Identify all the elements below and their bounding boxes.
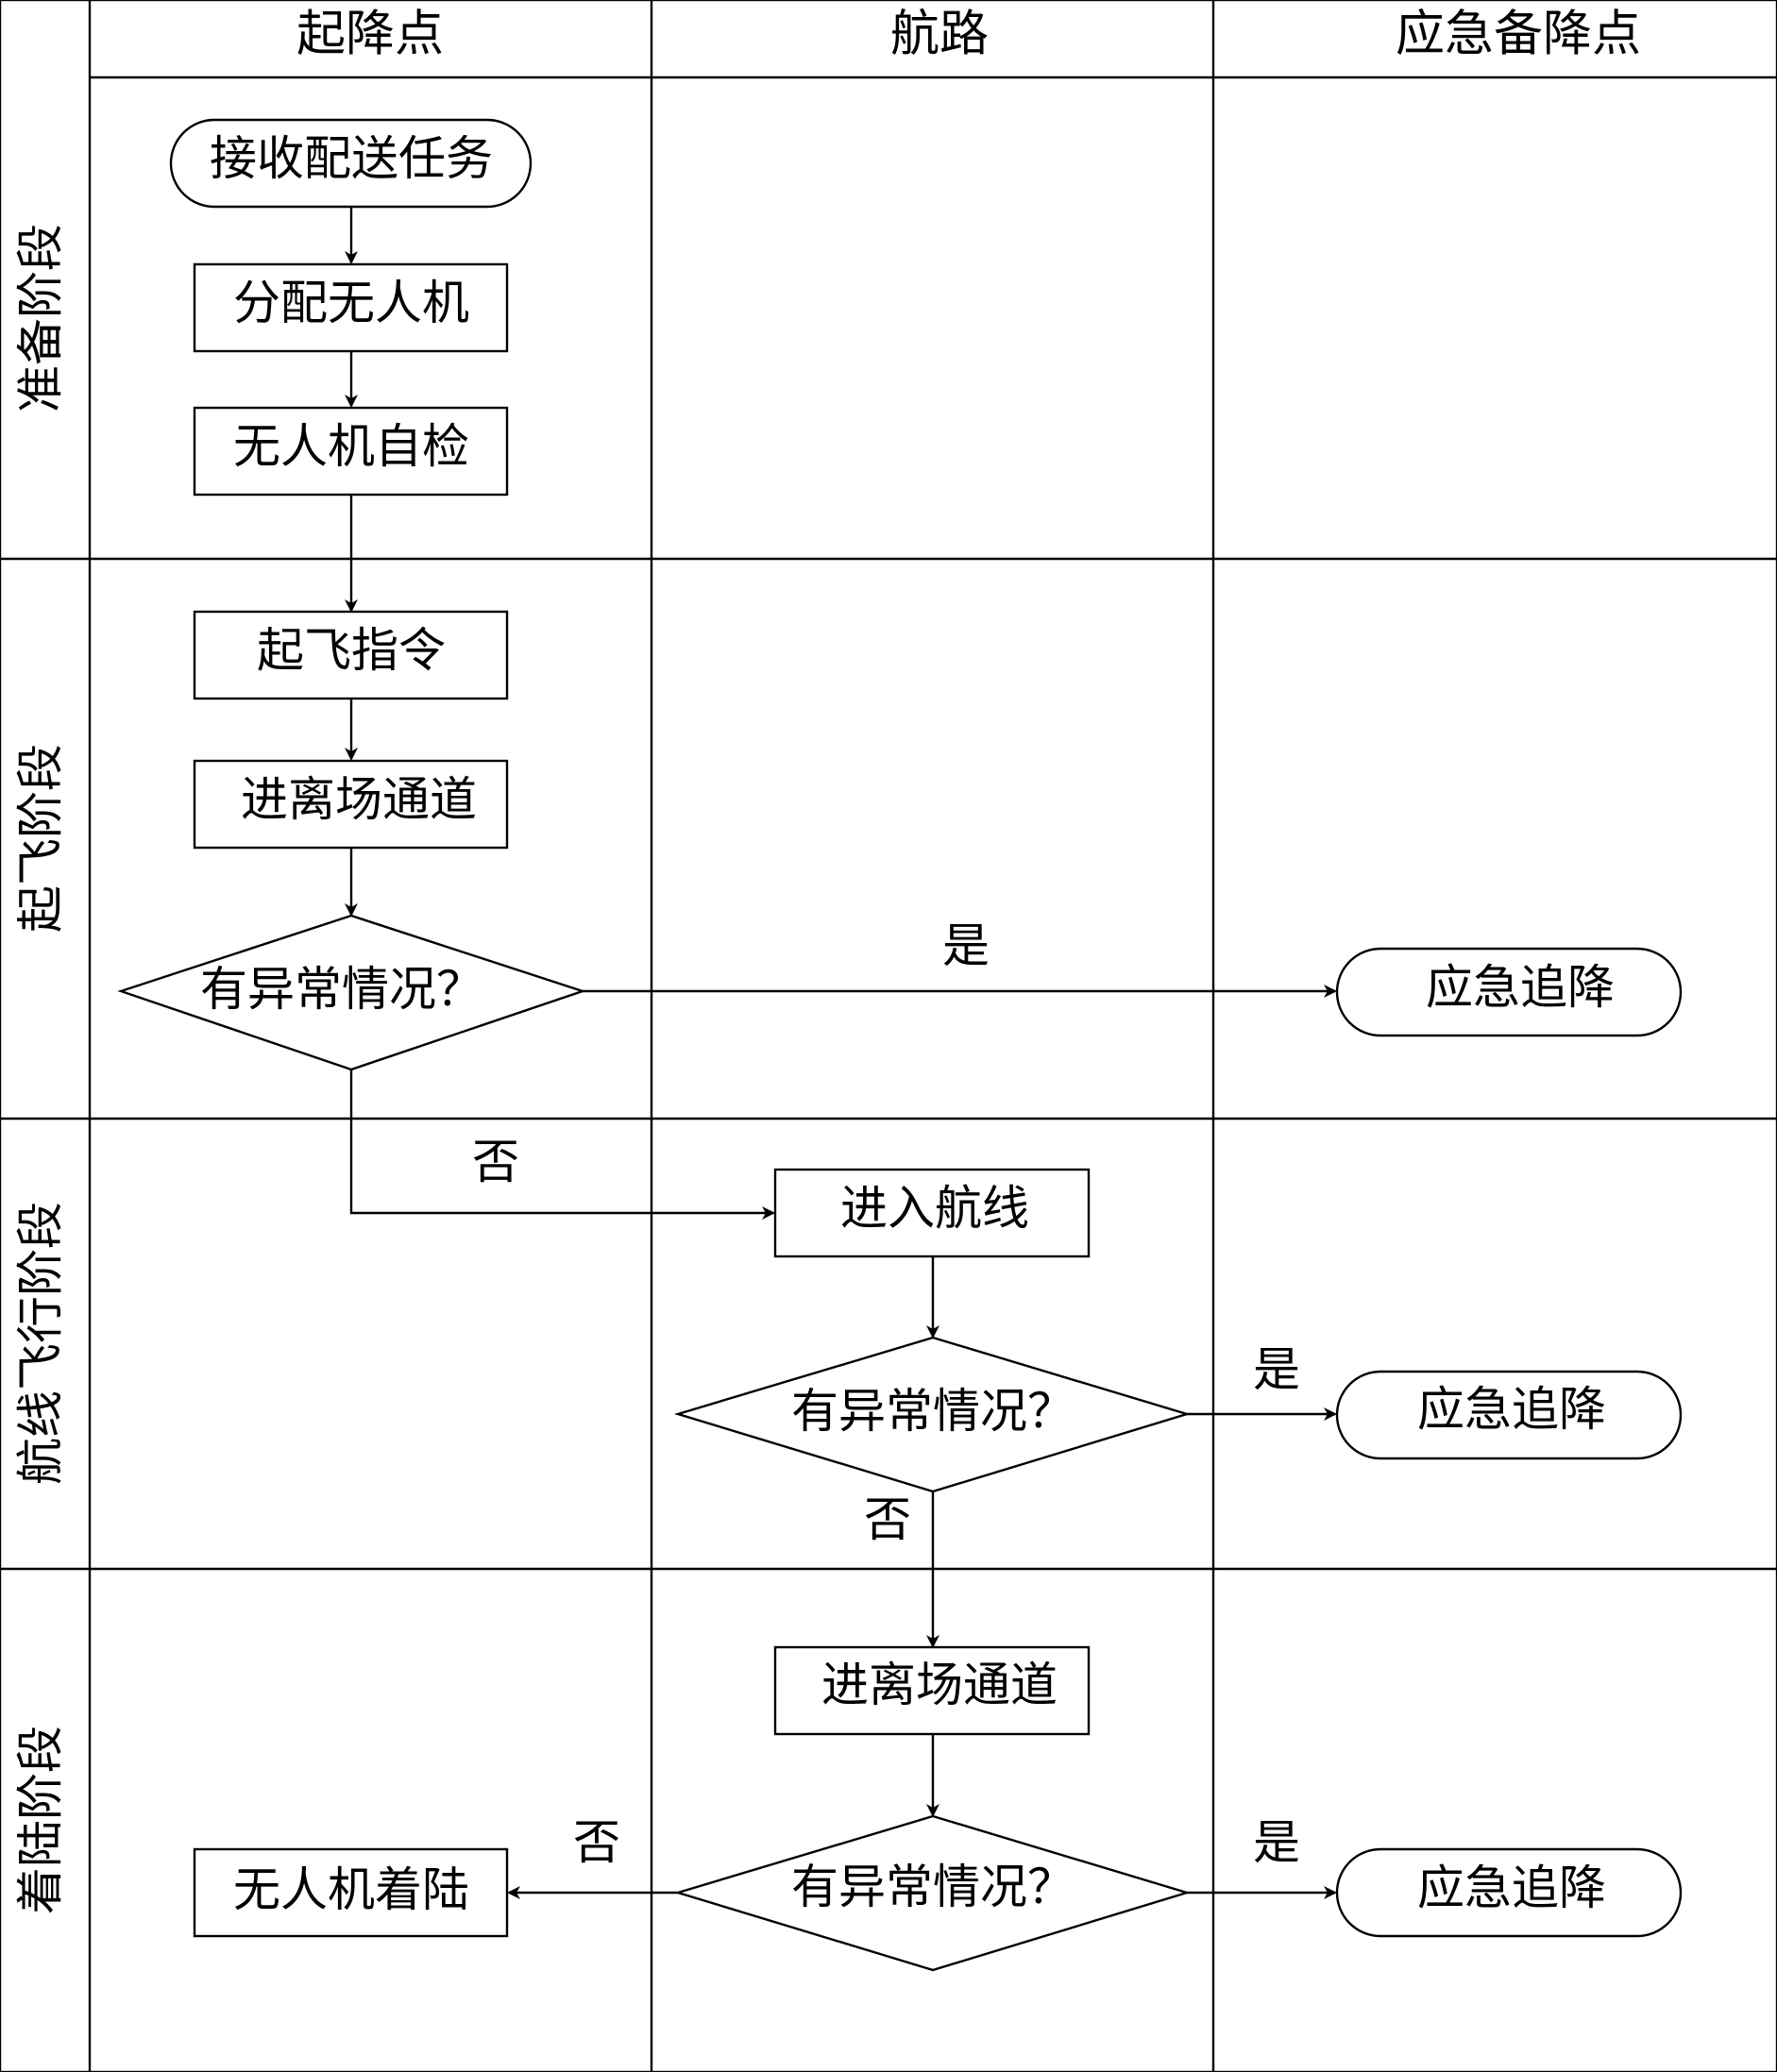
column-header-emergency-landing-point: 应急备降点 <box>1396 7 1641 63</box>
node-label-assign-uav: 分配无人机 <box>233 276 469 330</box>
phase-labels: 准备阶段 起飞阶段 航线飞行阶段 着陆阶段 <box>13 224 68 1914</box>
node-label-decision-abnormal-3: 有异常情况？ <box>791 1860 1075 1914</box>
node-label-arrival-departure-channel-1: 进离场通道 <box>241 772 477 827</box>
terminal-receive-task <box>169 118 533 209</box>
edge-label-no-1: 否 <box>472 1135 519 1189</box>
node-label-decision-abnormal-2: 有异常情况？ <box>791 1384 1075 1439</box>
terminal-emergency-landing-3 <box>1335 1847 1683 1938</box>
process-takeoff-command <box>193 610 509 700</box>
terminal-emergency-landing-1 <box>1335 947 1683 1037</box>
process-assign-uav <box>193 262 509 353</box>
decision-abnormal-3 <box>673 1814 1192 1972</box>
node-label-takeoff-command: 起飞指令 <box>257 623 446 678</box>
node-label-emergency-landing-1: 应急追降 <box>1426 960 1615 1015</box>
terminal-emergency-landing-2 <box>1335 1370 1683 1460</box>
column-header-takeoff-landing-point: 起降点 <box>296 7 444 63</box>
decision-abnormal-2 <box>673 1336 1192 1493</box>
node-label-emergency-landing-3: 应急追降 <box>1417 1861 1606 1915</box>
node-label-receive-task: 接收配送任务 <box>210 131 493 186</box>
phase-label-landing: 着陆阶段 <box>13 1726 68 1914</box>
flow-connectors <box>345 207 1337 1899</box>
process-self-check <box>193 406 509 497</box>
node-label-self-check: 无人机自检 <box>233 419 469 474</box>
decision-abnormal-1 <box>117 914 586 1071</box>
flow-nodes: 接收配送任务 分配无人机 无人机自检 起飞指令 进离场通道 有异常情况？ 应急追… <box>117 118 1683 1972</box>
phase-label-route-flight: 航线飞行阶段 <box>13 1202 68 1485</box>
edge-label-yes-3: 是 <box>1253 1815 1300 1870</box>
process-arrival-departure-channel-2 <box>773 1645 1091 1736</box>
node-label-emergency-landing-2: 应急追降 <box>1417 1382 1606 1437</box>
process-arrival-departure-channel-1 <box>193 759 509 850</box>
node-label-decision-abnormal-1: 有异常情况？ <box>200 962 483 1017</box>
node-label-uav-landing: 无人机着陆 <box>233 1862 469 1917</box>
phase-label-preparation: 准备阶段 <box>13 224 68 413</box>
edge-labels: 是 否 是 否 是 否 <box>472 918 1300 1870</box>
column-headers: 起降点 航路 应急备降点 <box>296 7 1641 63</box>
edge-label-yes-1: 是 <box>942 918 990 973</box>
node-label-arrival-departure-channel-2: 进离场通道 <box>821 1658 1058 1712</box>
process-uav-landing <box>193 1847 509 1938</box>
edge-label-yes-2: 是 <box>1253 1342 1300 1397</box>
edge-label-no-3: 否 <box>573 1815 620 1870</box>
arrow-decision-1-no <box>349 1070 775 1220</box>
process-enter-route <box>773 1168 1091 1258</box>
node-label-enter-route: 进入航线 <box>840 1181 1029 1236</box>
edge-label-no-2: 否 <box>864 1492 911 1547</box>
column-header-route: 航路 <box>890 7 989 63</box>
phase-label-takeoff: 起飞阶段 <box>13 744 68 933</box>
